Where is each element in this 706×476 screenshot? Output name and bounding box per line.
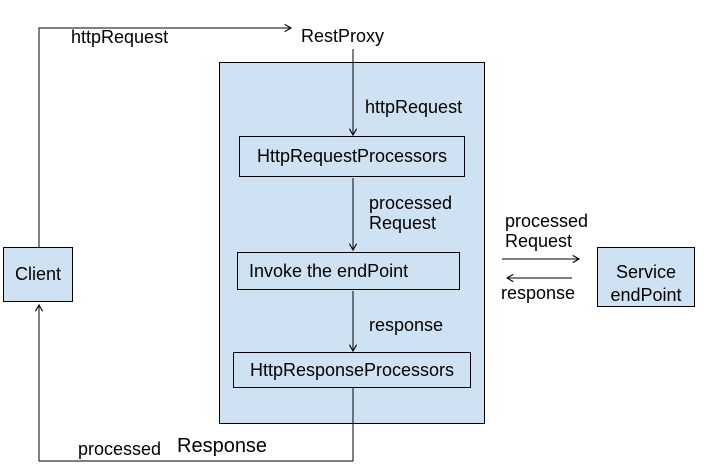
http-request-processors-node: HttpRequestProcessors (239, 136, 465, 177)
http-response-processors-label: HttpResponseProcessors (249, 359, 455, 380)
edge-label-request-line: Request (369, 213, 437, 233)
edge-label-request-line: Request (505, 231, 573, 251)
rest-proxy-label: RestProxy (301, 26, 385, 46)
client-label: Client (14, 264, 62, 285)
edge-label-responseprocessors-to-client-word2: Response (177, 435, 268, 457)
edge-label-processed-line: processed (505, 211, 589, 231)
edge-label-processed-line: processed (369, 193, 453, 213)
edge-label-restproxy-to-requestprocessors: httpRequest (365, 97, 463, 117)
edge-label-client-to-restproxy: httpRequest (71, 27, 169, 47)
service-endpoint-label-line1: Service (615, 262, 677, 282)
invoke-endpoint-node: Invoke the endPoint (237, 252, 460, 290)
http-request-processors-label: HttpRequestProcessors (256, 146, 448, 167)
edge-label-proxy-to-service: processed Request (505, 211, 588, 251)
client-node: Client (3, 247, 73, 302)
service-endpoint-label-line2: endPoint (610, 285, 682, 305)
edge-label-service-to-proxy: response (501, 283, 576, 303)
invoke-endpoint-label: Invoke the endPoint (249, 260, 409, 281)
edge-label-invoke-to-responseprocessors: response (369, 315, 444, 335)
service-endpoint-node: Service endPoint (597, 247, 695, 307)
edge-label-responseprocessors-to-client-word1: processed (78, 439, 162, 459)
http-response-processors-node: HttpResponseProcessors (233, 352, 471, 388)
edge-label-requestprocessors-to-invoke: processed Request (369, 193, 452, 233)
